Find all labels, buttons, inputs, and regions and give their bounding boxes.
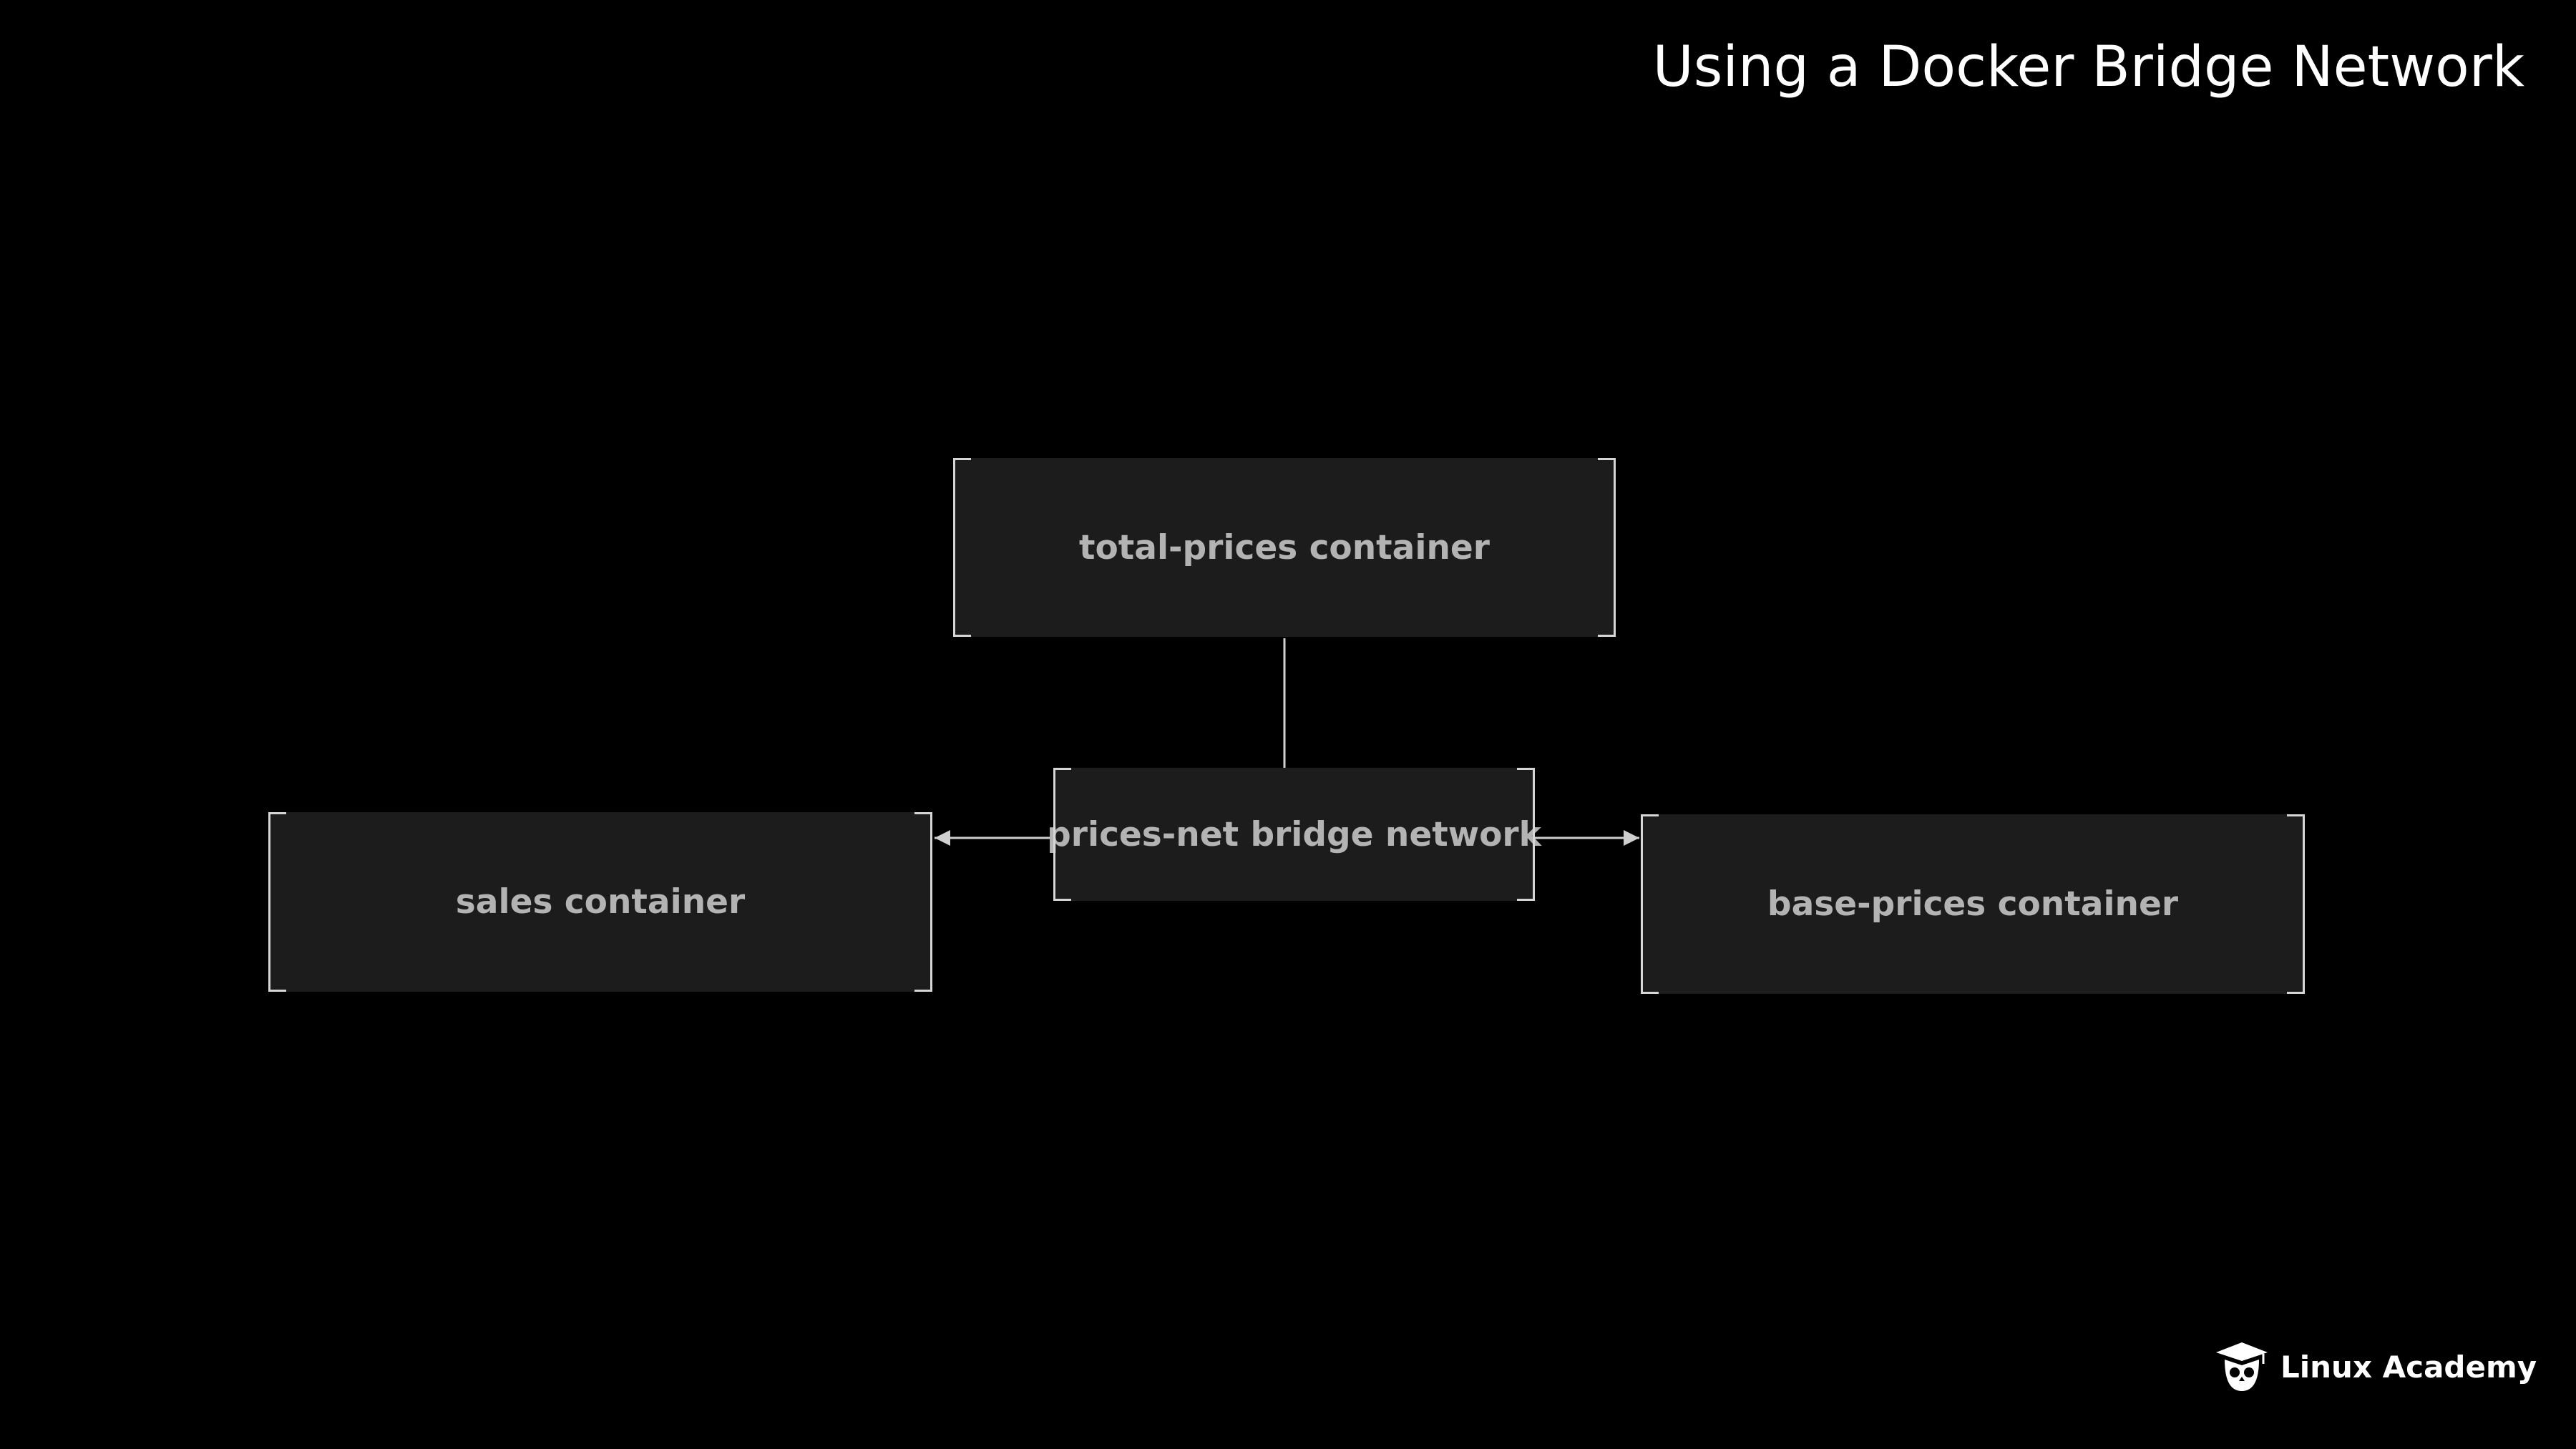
side-border: [1641, 814, 1643, 994]
base-prices-node[interactable]: base-prices container: [1641, 814, 2305, 994]
side-border: [1533, 768, 1535, 901]
logo-text: Linux Academy: [2280, 1349, 2537, 1385]
side-border: [1053, 768, 1055, 901]
corner-bracket: [268, 974, 286, 992]
corner-bracket: [1641, 814, 1659, 832]
owl-graduation-cap-icon: [2216, 1342, 2268, 1391]
corner-bracket: [268, 812, 286, 830]
linux-academy-logo: Linux Academy: [2215, 1340, 2537, 1394]
corner-bracket: [1053, 883, 1071, 901]
side-border: [2303, 814, 2305, 994]
side-border: [1614, 458, 1616, 637]
base-prices-label: base-prices container: [1767, 884, 2179, 924]
slide-title: Using a Docker Bridge Network: [1652, 35, 2524, 99]
corner-bracket: [953, 458, 971, 476]
total-prices-node[interactable]: total-prices container: [953, 458, 1616, 637]
corner-bracket: [1641, 976, 1659, 994]
side-border: [953, 458, 955, 637]
sales-label: sales container: [455, 882, 746, 922]
side-border: [268, 812, 270, 992]
bridge-network-label: prices-net bridge network: [1047, 814, 1541, 854]
corner-bracket: [953, 619, 971, 637]
sales-node[interactable]: sales container: [268, 812, 932, 992]
side-border: [930, 812, 932, 992]
corner-bracket: [1053, 768, 1071, 786]
bridge-network-node[interactable]: prices-net bridge network: [1047, 768, 1541, 901]
total-prices-label: total-prices container: [1079, 527, 1490, 567]
